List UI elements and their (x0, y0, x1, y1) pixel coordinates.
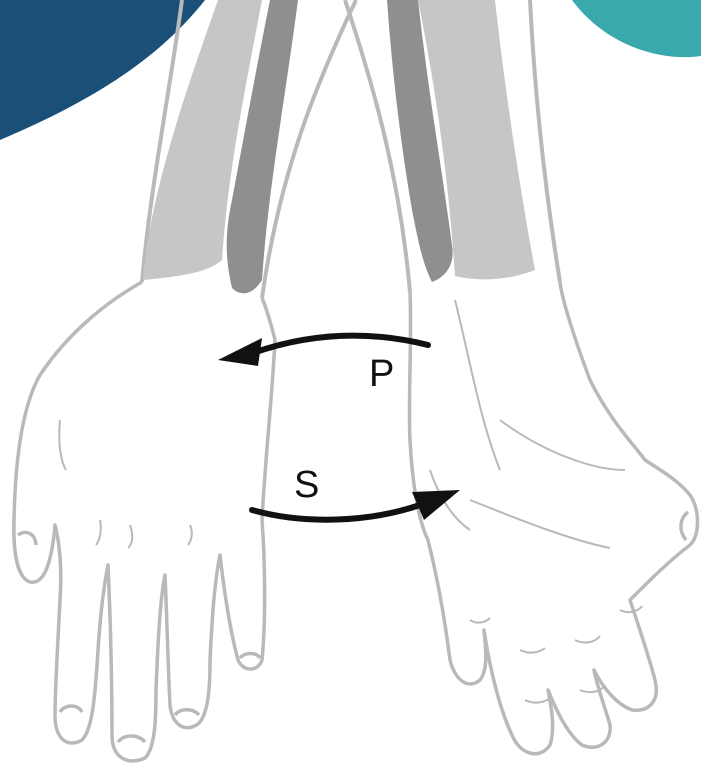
supination-arrow (252, 490, 460, 520)
right-forearm (345, 0, 560, 292)
pronation-arrow-shaft (250, 336, 428, 354)
corner-teal-shape (572, 0, 701, 57)
supination-arrow-shaft (252, 505, 420, 520)
supination-label: S (294, 464, 319, 506)
right-hand-outline (409, 282, 697, 754)
corner-navy-shape (0, 0, 205, 140)
pronation-label: P (369, 353, 394, 395)
left-forearm (142, 0, 356, 298)
right-hand (409, 282, 697, 754)
